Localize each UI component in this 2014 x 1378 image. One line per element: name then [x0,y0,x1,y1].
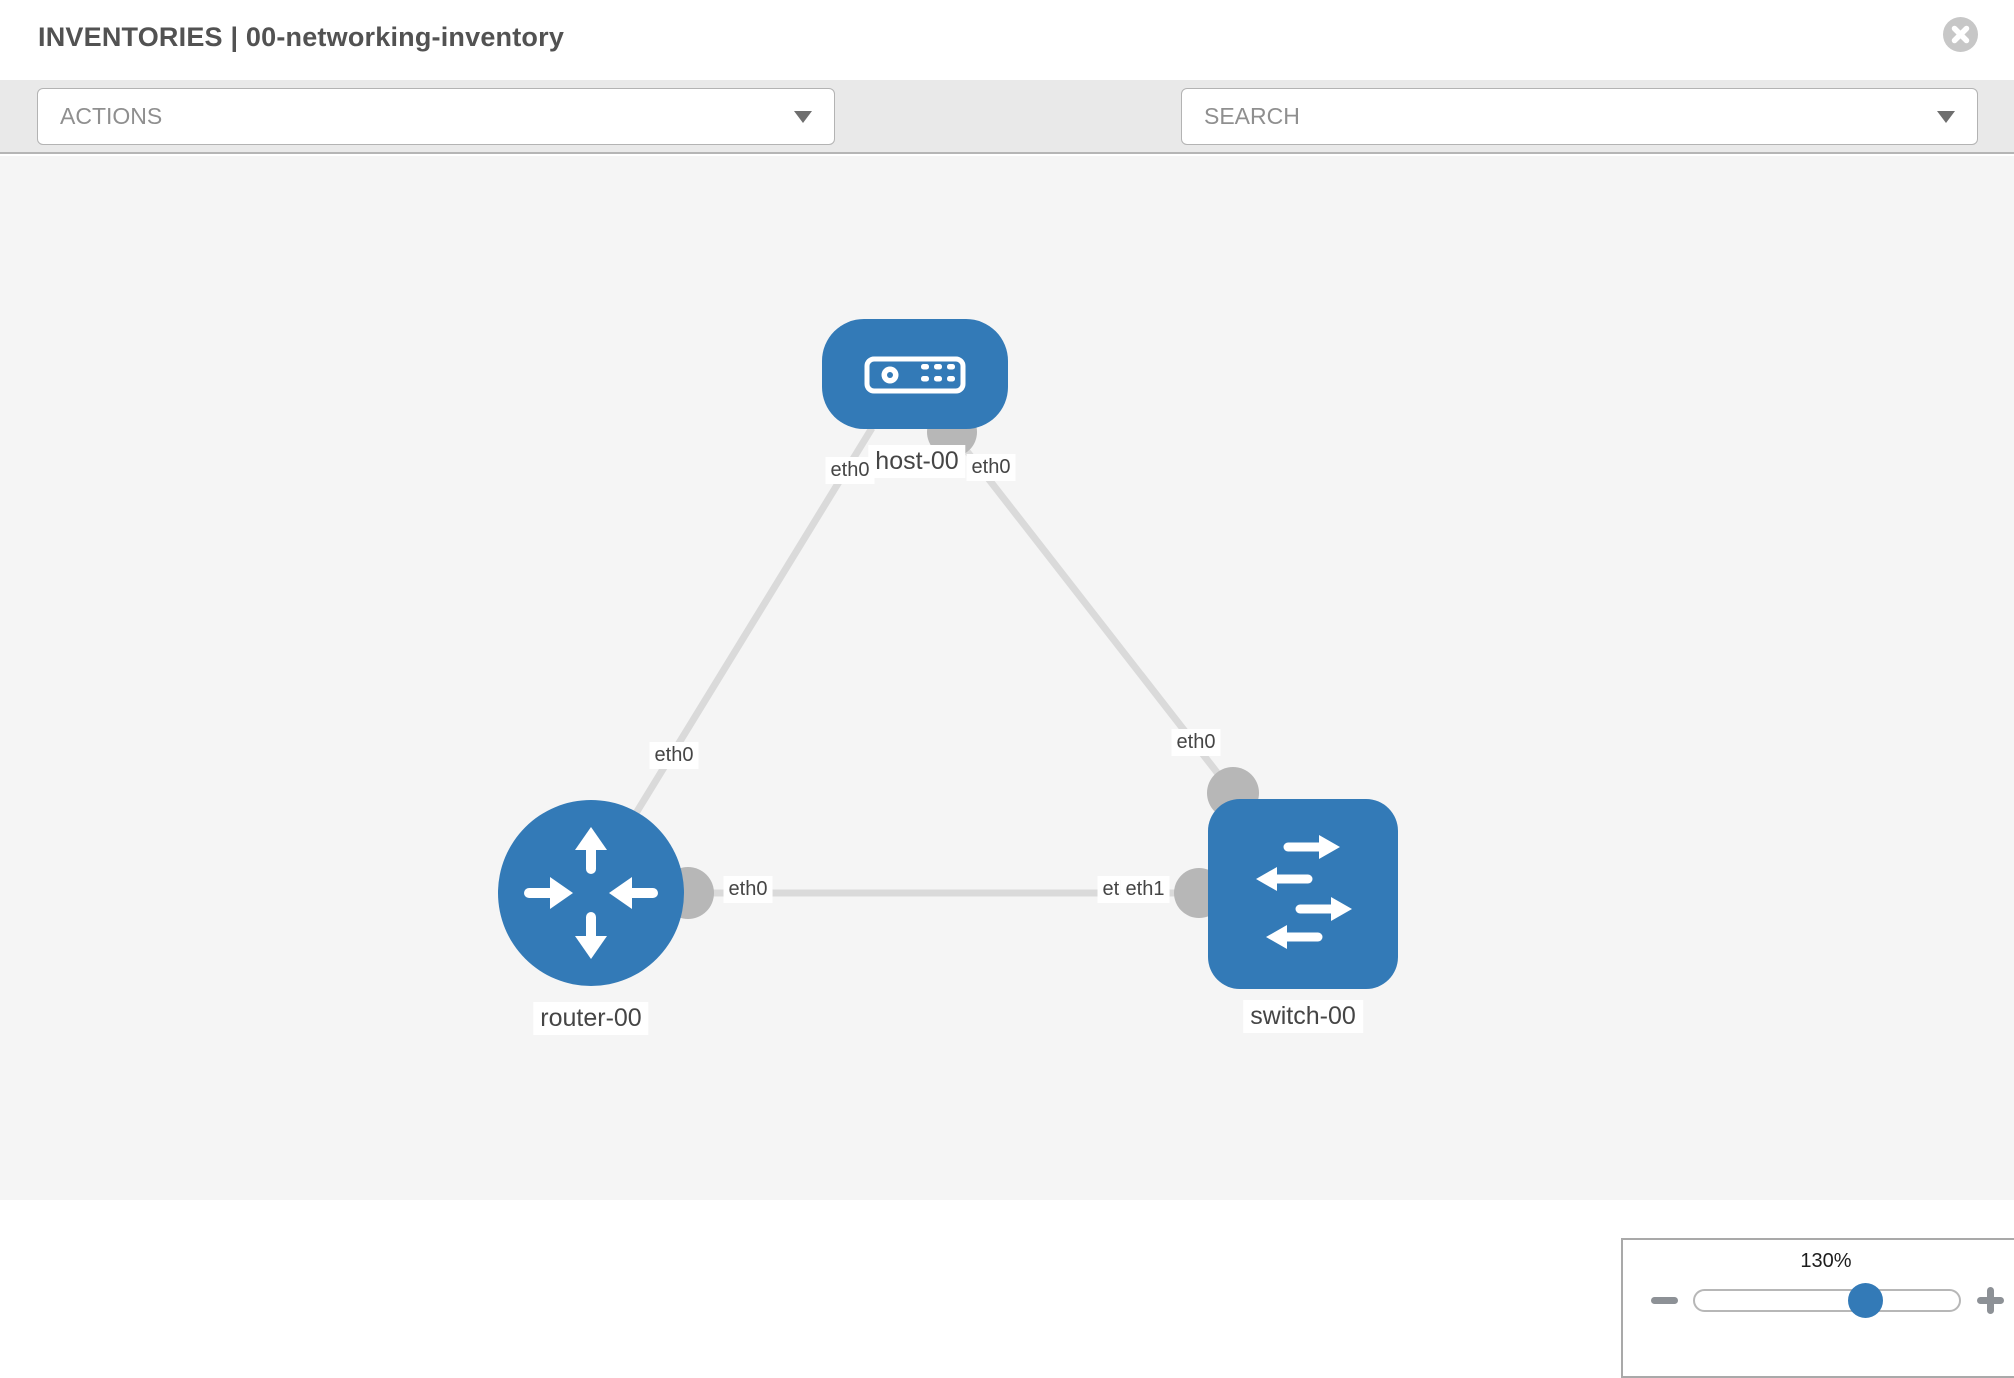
host-icon [864,356,966,394]
header-bar: INVENTORIES | 00-networking-inventory [0,0,2014,80]
node-switch-00[interactable] [1208,799,1398,989]
zoom-level-value: 130% [1800,1250,1852,1272]
node-label-switch: switch-00 [1243,1000,1363,1033]
page-title: INVENTORIES | 00-networking-inventory [38,22,565,52]
close-button[interactable] [1943,17,1978,52]
zoom-in-button[interactable] [1977,1287,2004,1314]
plus-icon [1987,1287,1994,1314]
search-dropdown[interactable]: SEARCH [1181,88,1978,145]
search-dropdown-label: SEARCH [1204,103,1300,129]
node-label-router: router-00 [533,1002,649,1035]
node-router-00[interactable] [498,800,684,986]
if-label-host-eth0-left: eth0 [825,457,875,484]
zoom-slider-thumb[interactable] [1848,1283,1883,1318]
link-host-router[interactable] [619,426,875,838]
if-label-host-eth0-right: eth0 [966,454,1016,481]
if-label-switch-eth0: eth0 [1171,729,1221,756]
topology-canvas[interactable]: host-00 router-00 switch-00 eth0 eth0 et… [0,156,2014,1378]
switch-icon [1256,835,1352,949]
actions-dropdown[interactable]: ACTIONS [37,88,835,145]
zoom-control-panel: 130% [1621,1238,2014,1378]
close-icon [1951,25,1970,44]
if-label-router-eth0-horizontal: eth0 [723,876,773,903]
zoom-out-button[interactable] [1651,1297,1678,1304]
caret-down-icon [1937,110,1955,123]
toolbar: ACTIONS SEARCH [0,80,2014,214]
zoom-slider-track[interactable] [1693,1289,1961,1312]
actions-dropdown-label: ACTIONS [60,103,163,129]
caret-down-icon [794,110,812,123]
if-label-router-eth0-diagonal: eth0 [649,742,699,769]
if-label-switch-eth1: eth1 [1120,876,1170,903]
node-label-host: host-00 [868,445,966,478]
node-host-00[interactable] [822,319,1008,429]
router-icon [524,827,658,959]
